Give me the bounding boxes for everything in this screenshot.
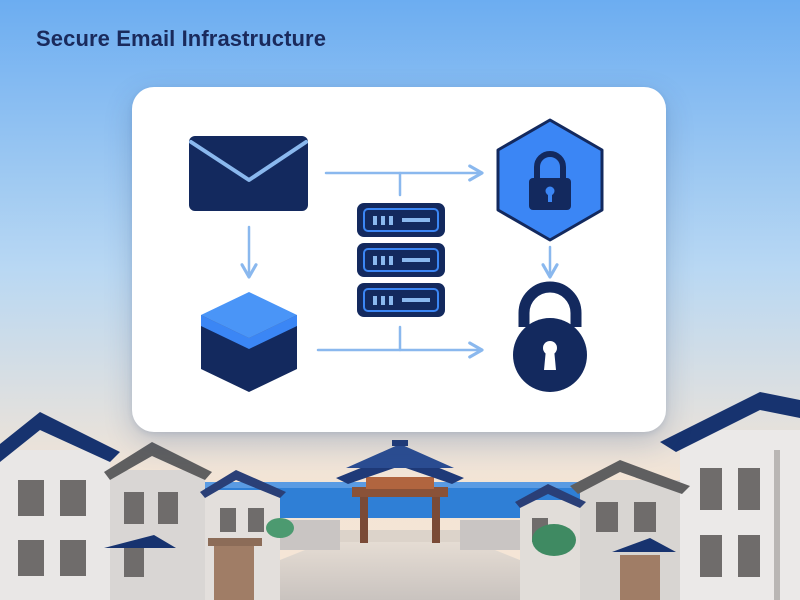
server-unit-2 — [357, 243, 445, 277]
server-unit-1 — [357, 203, 445, 237]
gate-pavilion — [336, 440, 464, 543]
diagram-card — [132, 87, 666, 432]
hexagon-lock-icon — [496, 118, 604, 242]
diagram-title: Secure Email Infrastructure — [36, 26, 327, 51]
road — [180, 540, 620, 600]
server-unit-3 — [357, 283, 445, 317]
padlock-icon — [513, 281, 587, 392]
envelope-icon — [189, 136, 308, 211]
road-far — [300, 530, 500, 542]
server-rack-icon — [357, 203, 445, 317]
connectors — [240, 164, 559, 359]
storage-cube-icon — [201, 292, 297, 392]
wall-right-far — [460, 520, 530, 550]
houses-right — [266, 392, 800, 600]
diagram-graphic — [189, 118, 604, 392]
houses-left — [0, 412, 286, 600]
